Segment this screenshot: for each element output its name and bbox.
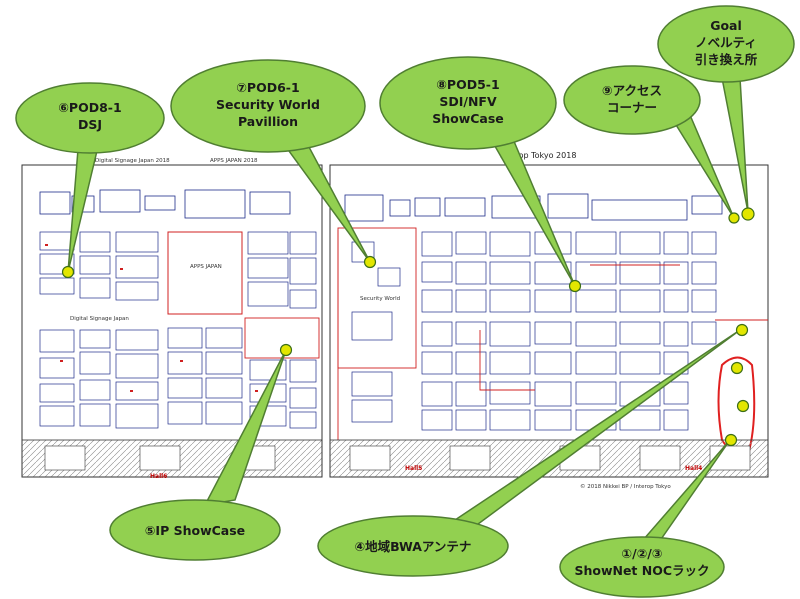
callout-goal-line3: 引き換え所 [695, 52, 758, 67]
marker-access-corner[interactable] [728, 212, 740, 224]
hall-5-4-floorplan: Interop Tokyo 2018 Security World [329, 151, 769, 490]
callout-pod6-1-line3: Pavillion [238, 114, 298, 129]
callout-access-corner-line2: コーナー [607, 100, 657, 115]
header-left-1: Digital Signage Japan 2018 [95, 158, 170, 164]
callout-ip-showcase: ⑤IP ShowCase [109, 499, 281, 561]
dsj-area-label: Digital Signage Japan [70, 316, 129, 322]
footer-note: © 2018 Nikkei BP / Interop Tokyo [580, 483, 671, 490]
marker-noc-1[interactable] [730, 361, 744, 375]
callout-shownet-noc: ①/②/③ ShowNet NOCラック [559, 536, 725, 598]
marker-pod5-1[interactable] [568, 279, 582, 293]
callout-bwa-antenna-line1: ④地域BWAアンテナ [355, 539, 472, 554]
marker-ip-showcase[interactable] [279, 343, 293, 357]
marker-pod8-1[interactable] [61, 265, 75, 279]
marker-pod6-1[interactable] [363, 255, 377, 269]
marker-noc-3[interactable] [724, 433, 738, 447]
callout-goal-line2: ノベルティ [695, 35, 757, 50]
callout-goal: Goal ノベルティ 引き換え所 [657, 5, 795, 83]
hall4-label: Hall4 [685, 465, 702, 472]
callout-pod8-1-line2: DSJ [78, 117, 102, 132]
callout-pod6-1-line2: Security World [216, 97, 320, 112]
callout-goal-line1: Goal [710, 18, 742, 33]
callout-pod8-1-line1: ⑥POD8-1 [58, 100, 121, 115]
callout-pod6-1: ⑦POD6-1 Security World Pavillion [170, 59, 366, 153]
header-left-2: APPS JAPAN 2018 [210, 158, 258, 164]
marker-bwa-antenna[interactable] [735, 323, 749, 337]
callout-pod5-1-line3: ShowCase [432, 111, 504, 126]
hall6-label: Hall6 [150, 473, 167, 480]
hall5-label: Hall5 [405, 465, 422, 472]
security-world-label: Security World [360, 296, 400, 302]
marker-goal[interactable] [741, 207, 755, 221]
callout-pod5-1-line2: SDI/NFV [439, 94, 497, 109]
callout-bwa-antenna: ④地域BWAアンテナ [317, 515, 509, 577]
callout-shownet-noc-line2: ShowNet NOCラック [574, 563, 709, 578]
callout-access-corner-line1: ⑨アクセス [602, 83, 662, 98]
hall-6-floorplan: Digital Signage Japan 2018 APPS JAPAN 20… [21, 158, 323, 480]
callout-access-corner: ⑨アクセス コーナー [563, 65, 701, 135]
callout-pod6-1-line1: ⑦POD6-1 [236, 80, 299, 95]
header-right: Interop Tokyo 2018 [500, 151, 576, 160]
callout-tails [67, 77, 749, 556]
marker-noc-2[interactable] [736, 399, 750, 413]
callout-shownet-noc-line1: ①/②/③ [622, 546, 663, 561]
callout-pod8-1: ⑥POD8-1 DSJ [15, 82, 165, 154]
apps-japan-label: APPS JAPAN [190, 264, 222, 270]
callout-ip-showcase-line1: ⑤IP ShowCase [145, 523, 245, 538]
callout-pod5-1: ⑧POD5-1 SDI/NFV ShowCase [379, 56, 557, 150]
callout-pod5-1-line1: ⑧POD5-1 [436, 77, 499, 92]
